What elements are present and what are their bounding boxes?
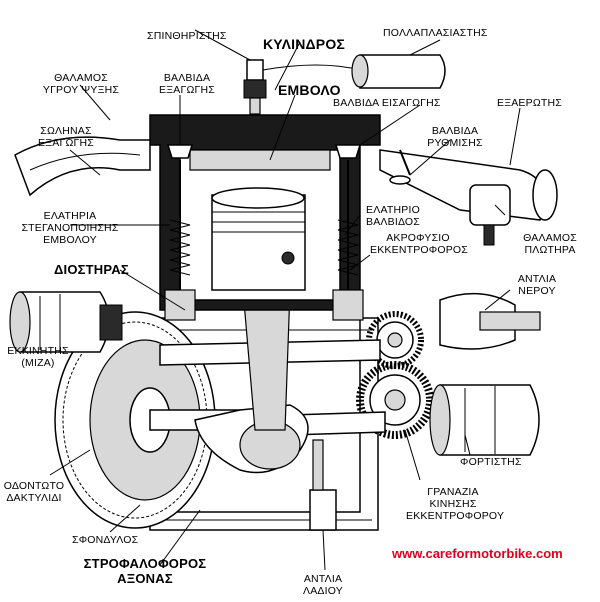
- label-oil-pump: ΑΝΤΛΙΑ ΛΑΔΙΟΥ: [303, 573, 343, 597]
- label-piston-rings: ΕΛΑΤΗΡΙΑ ΣΤΕΓΑΝΟΠΟΙΗΣΗΣ ΕΜΒΟΛΟΥ: [21, 210, 119, 246]
- label-multiplier: ΠΟΛΛΑΠΛΑΣΙΑΣΤΗΣ: [383, 27, 488, 39]
- label-crankshaft: ΣΤΡΟΦΑΛΟΦΟΡΟΣ ΑΞΟΝΑΣ: [83, 556, 207, 586]
- label-intake-valve: ΒΑΛΒΙΔΑ ΕΙΣΑΓΩΓΗΣ: [333, 97, 441, 109]
- water-pump-icon: [439, 292, 541, 350]
- charger-icon: [429, 384, 540, 456]
- label-cylinder: ΚΥΛΙΝΔΡΟΣ: [263, 36, 346, 52]
- label-flywheel: ΣΦΟΝΔΥΛΟΣ: [72, 534, 139, 546]
- exhaust-pipe-icon: [14, 136, 151, 197]
- starter-motor-icon: [9, 291, 123, 353]
- label-starter: ΕΚΚΙΝΗΤΗΣ (ΜΙΖΑ): [7, 345, 69, 369]
- watermark-url[interactable]: www.careformotorbike.com: [392, 546, 563, 561]
- label-water-pump: ΑΝΤΛΙΑ ΝΕΡΟΥ: [517, 273, 557, 297]
- label-cam-tip: ΑΚΡΟΦΥΣΙΟ ΕΚΚΕΝΤΡΟΦΟΡΟΣ: [370, 232, 468, 256]
- coil-icon: [351, 54, 446, 89]
- label-spark-plug: ΣΠΙΝΘΗΡΙΣΤΗΣ: [147, 30, 227, 42]
- piston-icon: [211, 187, 306, 291]
- label-liquid-cooling-chamber: ΘΑΛΑΜΟΣ ΥΓΡΟΥ ΨΥΞΗΣ: [42, 72, 120, 96]
- oil-pump-icon: [309, 439, 337, 531]
- label-float-chamber: ΘΑΛΑΜΟΣ ΠΛΩΤΗΡΑ: [523, 232, 577, 256]
- label-piston: ΕΜΒΟΛΟ: [278, 82, 341, 98]
- label-carburetor: ΕΞΑΕΡΩΤΗΣ: [497, 97, 562, 109]
- label-cam-gears: ΓΡΑΝΑΖΙΑ ΚΙΝΗΣΗΣ ΕΚΚΕΝΤΡΟΦΟΡΟΥ: [406, 486, 505, 522]
- carburetor-icon: [469, 184, 511, 246]
- label-valve-spring: ΕΛΑΤΗΡΙΟ ΒΑΛΒΙΔΟΣ: [366, 204, 420, 228]
- label-exhaust-pipe: ΣΩΛΗΝΑΣ ΕΞΑΓΩΓΗΣ: [38, 125, 94, 149]
- intake-valve-icon: [332, 144, 364, 321]
- label-timing: ΔΙΟΣΤΗΡΑΣ: [54, 262, 129, 277]
- label-charger: ΦΟΡΤΙΣΤΗΣ: [460, 456, 522, 468]
- label-control-valve: ΒΑΛΒΙΔΑ ΡΥΘΜΙΣΗΣ: [427, 125, 483, 149]
- exhaust-valve-icon: [164, 144, 196, 321]
- control-valve-icon: [389, 149, 411, 185]
- label-ring-gear: ΟΔΟΝΤΩΤΟ ΔΑΚΤΥΛΙΔΙ: [3, 480, 65, 504]
- label-exhaust-valve: ΒΑΛΒΙΔΑ ΕΞΑΓΩΓΗΣ: [159, 72, 215, 96]
